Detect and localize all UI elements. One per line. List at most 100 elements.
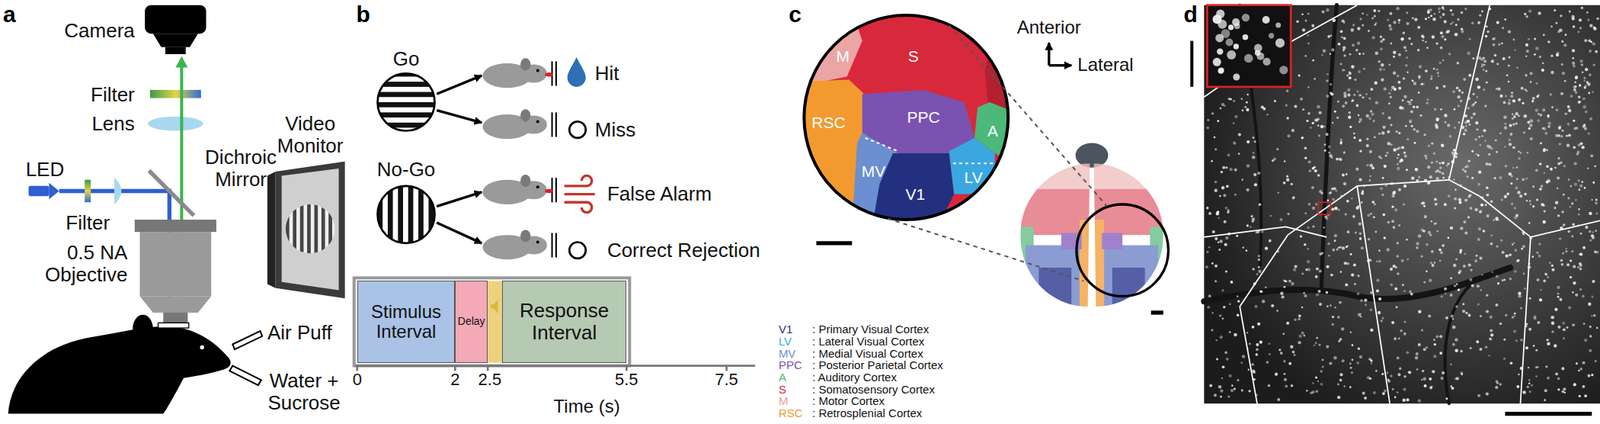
neuron-cells — [1538, 254, 1542, 258]
neuron-cells — [1361, 24, 1364, 27]
neuron-cells — [1444, 121, 1447, 124]
neuron-cells — [1494, 385, 1498, 389]
neuron-cells — [1545, 364, 1548, 368]
brain-atlas — [1025, 245, 1082, 312]
neuron-cells — [1218, 248, 1221, 251]
neuron-cells — [1408, 37, 1412, 41]
neuron-cells — [1567, 196, 1570, 199]
neuron-cells — [1257, 258, 1261, 261]
neuron-cells — [1261, 299, 1265, 303]
neuron-cells — [1337, 315, 1341, 319]
neuron-cells — [1315, 389, 1319, 393]
neuron-cells — [1562, 327, 1566, 331]
neuron-cells — [1342, 46, 1346, 50]
neuron-cells — [1574, 81, 1577, 84]
neuron-cells — [1563, 43, 1567, 47]
neuron-cells — [1375, 369, 1378, 372]
neuron-cells — [1353, 132, 1356, 135]
neuron-cells — [1488, 354, 1490, 356]
neuron-cells — [1478, 135, 1481, 138]
neuron-cells — [1512, 146, 1516, 150]
area-boundaries — [1449, 5, 1491, 180]
neuron-cells — [1514, 248, 1518, 252]
inset-cells — [1228, 24, 1234, 30]
neuron-cells — [1508, 252, 1512, 256]
neuron-cells — [1230, 280, 1234, 284]
neuron-cells — [1435, 335, 1439, 339]
neuron-cells — [1307, 267, 1311, 271]
neuron-cells — [1485, 186, 1488, 189]
neuron-cells — [1453, 284, 1457, 288]
neuron-cells — [1358, 93, 1362, 97]
legend-description: : Medial Visual Cortex — [812, 347, 924, 361]
neuron-cells — [1449, 134, 1453, 138]
neuron-cells — [1495, 303, 1499, 307]
neuron-cells — [1246, 331, 1248, 333]
neuron-cells — [1337, 42, 1341, 46]
neuron-cells — [1486, 30, 1489, 33]
neuron-cells — [1292, 267, 1296, 271]
neuron-cells — [1531, 99, 1534, 103]
neuron-cells — [1468, 73, 1472, 77]
neuron-cells — [1219, 195, 1221, 197]
neuron-cells — [1254, 304, 1258, 308]
neuron-cells — [1257, 269, 1261, 273]
neuron-cells — [1436, 117, 1440, 121]
neuron-cells — [1550, 70, 1554, 74]
neuron-cells — [1370, 212, 1373, 215]
neuron-cells — [1373, 202, 1376, 205]
neuron-cells — [1522, 232, 1525, 235]
neuron-cells — [1584, 338, 1588, 342]
neuron-cells — [1497, 86, 1501, 90]
neuron-cells — [1401, 259, 1405, 263]
neuron-cells — [1398, 21, 1401, 24]
neuron-cells — [1483, 128, 1487, 132]
neuron-cells — [1528, 378, 1531, 381]
neuron-cells — [1529, 71, 1533, 75]
neuron-cells — [1325, 345, 1329, 349]
neuron-cells — [1298, 74, 1301, 77]
neuron-cells — [1452, 317, 1454, 320]
outcome-arrows — [436, 110, 482, 123]
neuron-cells — [1331, 156, 1334, 160]
area-boundaries — [1356, 185, 1390, 404]
neuron-cells — [1580, 145, 1584, 149]
neuron-cells — [1557, 295, 1560, 298]
neuron-cells — [1561, 366, 1565, 370]
inset-cells — [1279, 65, 1288, 74]
neuron-cells — [1456, 376, 1460, 380]
neuron-cells — [1525, 345, 1529, 349]
neuron-cells — [1206, 305, 1210, 309]
neuron-cells — [1350, 366, 1353, 369]
neuron-cells — [1539, 55, 1542, 58]
neuron-cells — [1578, 188, 1581, 192]
neuron-cells — [1403, 151, 1406, 154]
neuron-cells — [1425, 345, 1428, 349]
neuron-cells — [1369, 150, 1373, 154]
neuron-cells — [1260, 230, 1264, 234]
neuron-cells — [1589, 325, 1592, 328]
neuron-cells — [1439, 170, 1442, 173]
neuron-cells — [1435, 176, 1439, 180]
neuron-cells — [1584, 38, 1588, 42]
neuron-cells — [1481, 273, 1483, 276]
neuron-cells — [1372, 119, 1376, 123]
neuron-cells — [1294, 104, 1298, 108]
neuron-cells — [1508, 56, 1511, 59]
neuron-cells — [1339, 378, 1343, 382]
neuron-cells — [1572, 119, 1575, 122]
neuron-cells — [1558, 28, 1562, 32]
neuron-cells — [1362, 52, 1365, 55]
neuron-cells — [1592, 181, 1595, 184]
neuron-cells — [1337, 208, 1341, 211]
inset-cells — [1212, 9, 1289, 81]
neuron-cells — [1359, 18, 1362, 21]
cortex-map — [862, 89, 975, 154]
neuron-cells — [1430, 75, 1434, 78]
neuron-cells — [1429, 8, 1433, 12]
neuron-cells — [1206, 206, 1209, 209]
neuron-cells — [1469, 346, 1472, 349]
blood-vessels — [1445, 285, 1470, 404]
neuron-cells — [1377, 9, 1380, 13]
neuron-cells — [1356, 361, 1360, 365]
